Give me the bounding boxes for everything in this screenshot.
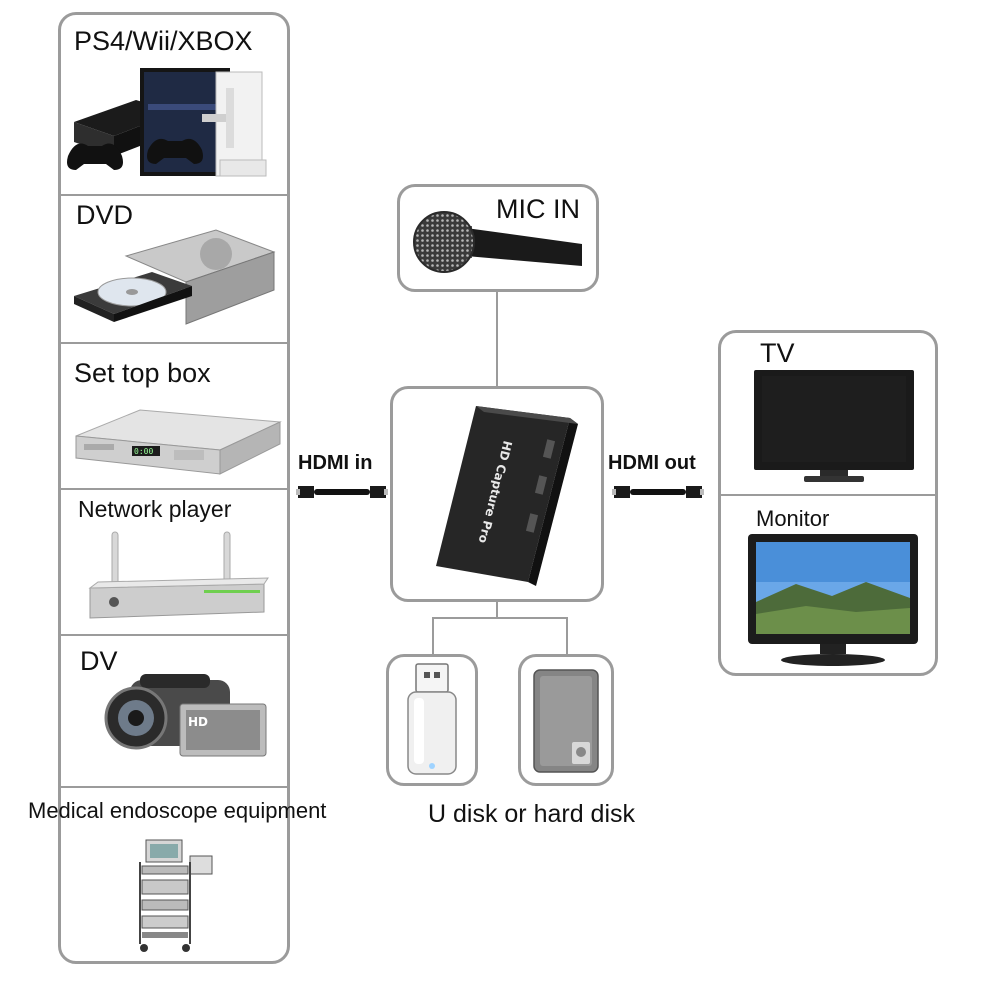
storage-connector-line (496, 602, 498, 618)
mic-in-label: MIC IN (496, 194, 580, 224)
divider (61, 194, 287, 196)
dv-label: DV (80, 646, 118, 676)
monitor-label: Monitor (756, 506, 830, 531)
dvd-label: DVD (76, 200, 134, 230)
hard-disk-icon (533, 669, 599, 773)
hdmi-cable-icon (296, 486, 388, 498)
endoscope-cart-icon (139, 839, 213, 952)
tv-label: TV (760, 338, 795, 368)
divider (61, 342, 287, 344)
svg-text:0:00: 0:00 (134, 447, 153, 456)
monitor-icon (748, 534, 918, 666)
set-top-box-label: Set top box (74, 358, 211, 388)
mic-connector-line (496, 292, 498, 386)
tv-icon (754, 370, 914, 482)
hdmi-out-label: HDMI out (608, 452, 696, 474)
usb-drive-icon (407, 663, 457, 775)
game-consoles-icon (67, 68, 267, 177)
divider (721, 494, 935, 496)
medical-endoscope-label: Medical endoscope equipment (28, 798, 327, 823)
divider (61, 634, 287, 636)
ps4-wii-xbox-label: PS4/Wii/XBOX (74, 26, 253, 56)
storage-connector-line (432, 617, 434, 655)
microphone-icon (413, 211, 582, 273)
svg-text:HD: HD (188, 715, 208, 729)
capture-box-icon: HD Capture Pro (436, 406, 578, 586)
storage-connector-line (566, 617, 568, 655)
dvd-drive-icon (74, 229, 276, 325)
divider (61, 786, 287, 788)
hdmi-cable-icon (612, 486, 704, 498)
storage-connector-line (432, 617, 566, 619)
storage-label: U disk or hard disk (428, 800, 636, 828)
set-top-box-icon: 0:00 (75, 409, 282, 475)
camcorder-icon: HD (104, 674, 267, 757)
divider (61, 488, 287, 490)
network-player-label: Network player (78, 496, 232, 522)
hdmi-in-label: HDMI in (298, 452, 373, 474)
network-player-icon (88, 531, 269, 619)
